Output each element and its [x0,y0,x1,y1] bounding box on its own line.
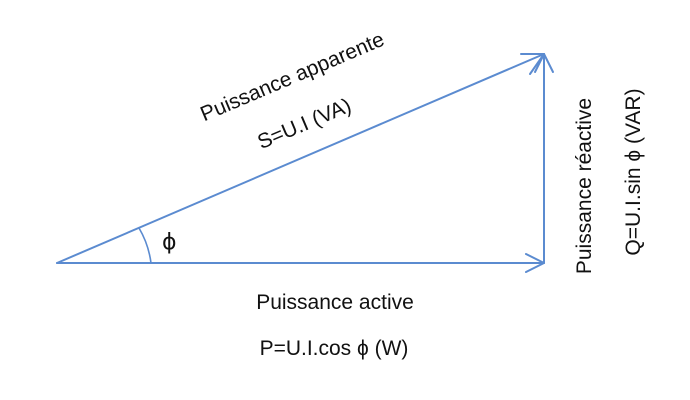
apparent-power-arrowhead [520,53,545,75]
apparent-power-vector [56,53,545,264]
reactive-power-formula: Q=U.I.sin ϕ (VAR) [622,88,645,255]
reactive-power-name: Puissance réactive [573,98,596,274]
phi-angle-arc [138,227,152,264]
phi-angle-label: ϕ [162,230,177,255]
active-power-name: Puissance active [256,291,414,314]
reactive-power-arrowhead [534,53,554,73]
active-power-formula: P=U.I.cos ϕ (W) [260,337,409,360]
apparent-power-formula: S=U.I (VA) [254,94,354,154]
apparent-power-name: Puissance apparente [197,28,388,126]
